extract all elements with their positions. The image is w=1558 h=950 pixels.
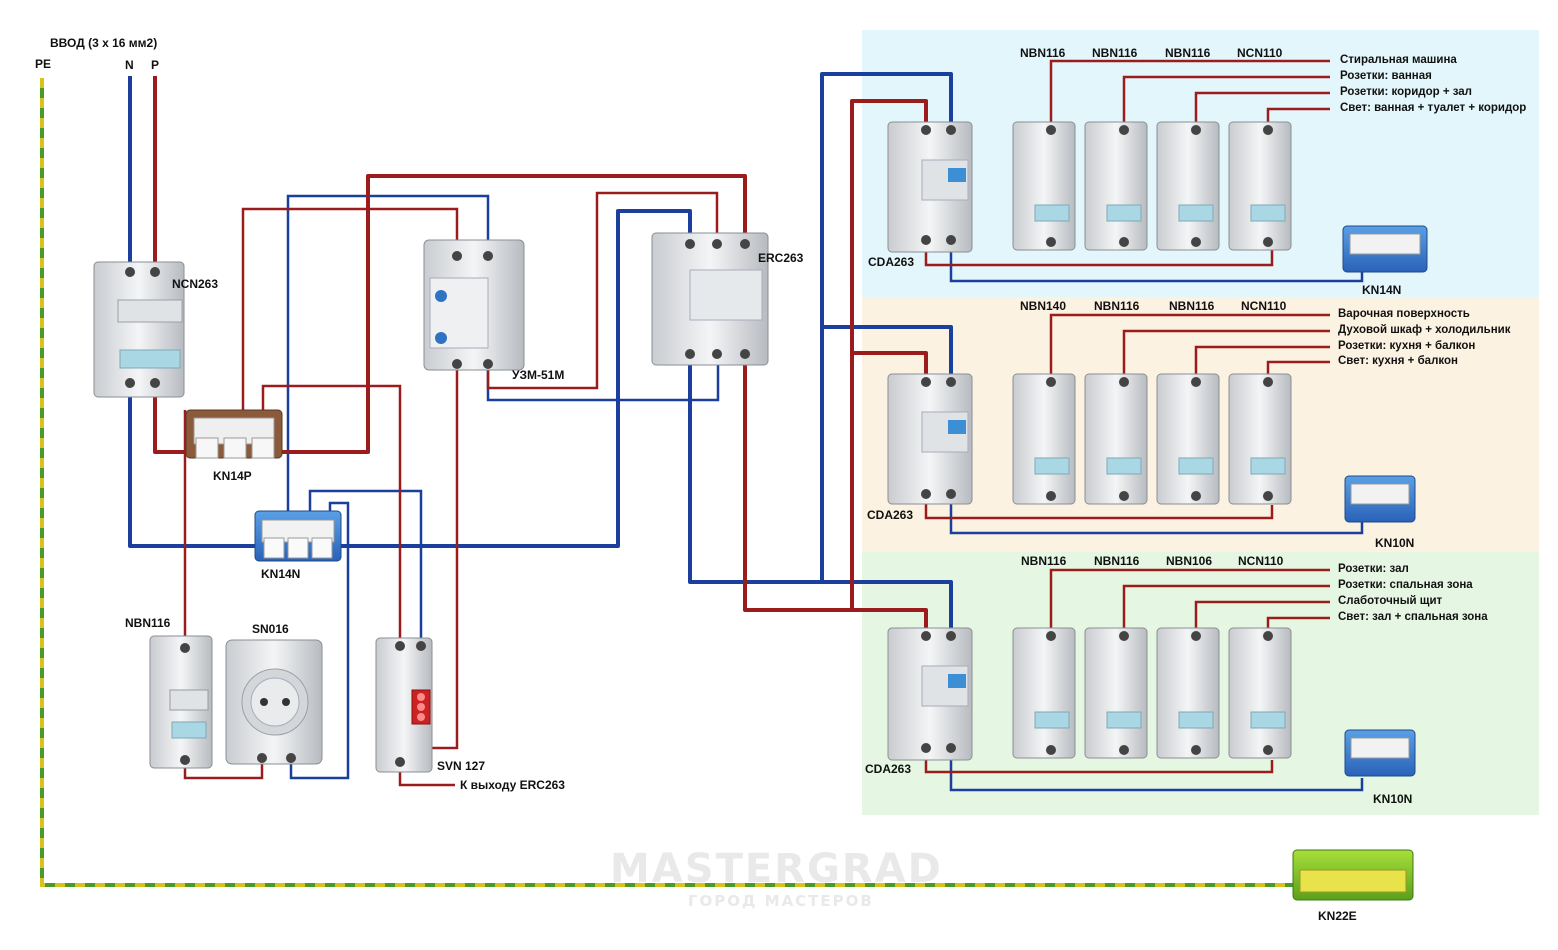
- group-1-circuit-1: Стиральная машина: [1340, 54, 1457, 66]
- erc263-contactor: [651, 232, 769, 366]
- group-2-rcd-label: CDA263: [867, 508, 914, 522]
- group-3-bus-label: KN10N: [1373, 792, 1413, 806]
- group-2-devices: [887, 373, 1416, 523]
- kn22e-label: KN22E: [1318, 909, 1357, 923]
- group-2-circuit-2: Духовой шкаф + холодильник: [1338, 324, 1511, 336]
- group-1-circuit-3: Розетки: коридор + зал: [1340, 86, 1472, 98]
- neutral-thin-wiring: [286, 194, 1364, 792]
- kn22e-pe-bus: [1292, 849, 1414, 901]
- sn016-label: SN016: [252, 622, 289, 636]
- p-label: P: [151, 58, 160, 72]
- group-1-breaker-1: NBN116: [1020, 46, 1066, 60]
- group-1-breaker-3: NBN116: [1165, 46, 1211, 60]
- nbn116-left-label: NBN116: [125, 616, 171, 630]
- group-breaker-details: [1034, 204, 1286, 729]
- group-2-breaker-1: NBN140: [1020, 299, 1067, 313]
- phase-thin-wiring: [183, 59, 1330, 787]
- group-3-circuit-4: Свет: зал + спальная зона: [1338, 611, 1488, 623]
- group-1-circuit-2: Розетки: ванная: [1340, 70, 1432, 82]
- erc263-label: ERC263: [758, 251, 804, 265]
- kn14n-main-bus: [254, 510, 342, 562]
- group-1-circuit-4: Свет: ванная + туалет + коридор: [1340, 102, 1527, 114]
- input-title: ВВОД (3 х 16 мм2): [50, 36, 158, 50]
- watermark-title: MASTERGRAD: [610, 846, 943, 892]
- group-1-breaker-2: NBN116: [1092, 46, 1138, 60]
- erc-output-label: К выходу ERC263: [460, 778, 565, 792]
- ncn263-breaker: [93, 261, 185, 398]
- group-3-breaker-3: NBN106: [1166, 554, 1213, 568]
- uzm-label: УЗМ-51М: [512, 368, 565, 382]
- group-2-circuit-3: Розетки: кухня + балкон: [1338, 340, 1476, 352]
- group-2-circuit-4: Свет: кухня + балкон: [1338, 355, 1458, 367]
- group-1-bus-label: KN14N: [1362, 283, 1402, 297]
- group-1-breaker-4: NCN110: [1237, 46, 1283, 60]
- group-3-circuit-2: Розетки: спальная зона: [1338, 579, 1473, 591]
- kn14p-bus: [185, 409, 283, 459]
- kn14n-main-label: KN14N: [261, 567, 301, 581]
- group-3-breaker-2: NBN116: [1094, 554, 1140, 568]
- sn016-socket: [225, 639, 323, 765]
- group-2-breaker-4: NCN110: [1241, 299, 1287, 313]
- group-2-breaker-3: NBN116: [1169, 299, 1215, 313]
- group-3-circuit-3: Слаботочный щит: [1338, 595, 1443, 607]
- pe-label: PE: [35, 57, 52, 71]
- kn14p-label: KN14P: [213, 469, 252, 483]
- group-3-breaker-1: NBN116: [1021, 554, 1067, 568]
- n-label: N: [125, 58, 134, 72]
- group-2-breaker-2: NBN116: [1094, 299, 1140, 313]
- group-2-circuit-1: Варочная поверхность: [1338, 308, 1470, 320]
- neutral-wiring: [128, 72, 953, 632]
- uzm-relay: [423, 239, 525, 371]
- watermark-subtitle: ГОРОД МАСТЕРОВ: [688, 892, 874, 910]
- svn127-label: SVN 127: [437, 759, 486, 773]
- ncn263-label: NCN263: [172, 277, 219, 291]
- group-3-circuit-1: Розетки: зал: [1338, 563, 1409, 575]
- group-2-bus-label: KN10N: [1375, 536, 1415, 550]
- group-breaker-terminals: [1046, 125, 1273, 755]
- pe-conductor: [40, 78, 1300, 887]
- nbn116-left-breaker: [149, 635, 213, 769]
- group-1-rcd-label: CDA263: [868, 255, 915, 269]
- group-3-rcd-label: CDA263: [865, 762, 912, 776]
- svn127-indicator: [375, 637, 433, 773]
- group-3-breaker-4: NCN110: [1238, 554, 1284, 568]
